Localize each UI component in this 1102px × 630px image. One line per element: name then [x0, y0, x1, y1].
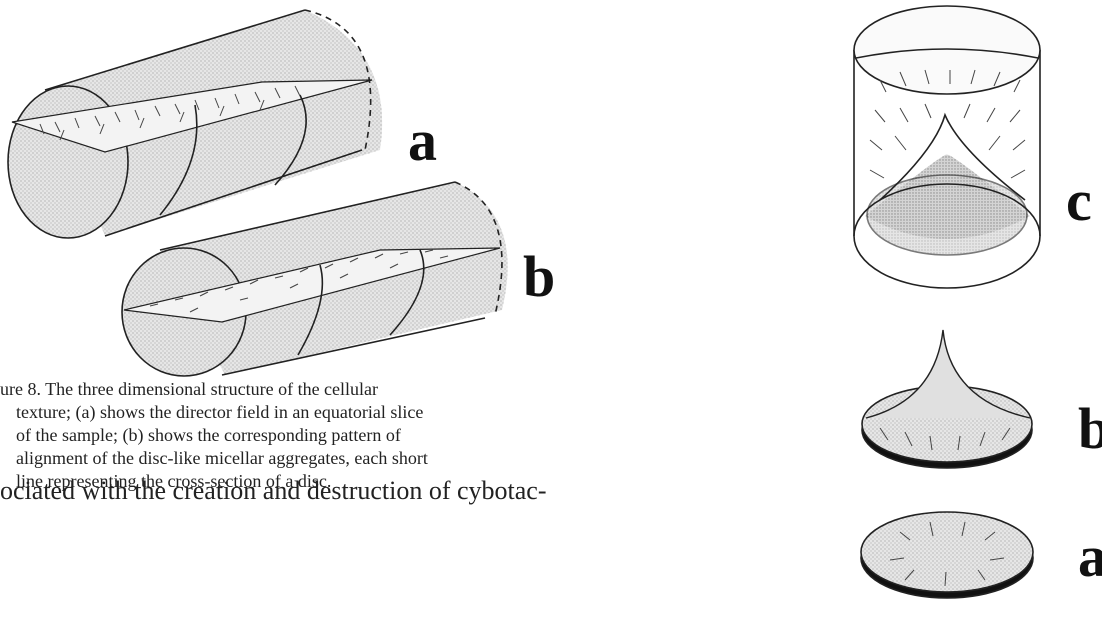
- label-left-b: b: [523, 248, 555, 306]
- caption-line: ure 8. The three dimensional structure o…: [0, 378, 520, 401]
- caption-line: alignment of the disc-like micellar aggr…: [0, 447, 520, 470]
- body-text: ociated with the creation and destructio…: [0, 476, 547, 506]
- cylinder-a: [8, 10, 382, 238]
- label-right-c: c: [1066, 172, 1092, 230]
- cylinder-c: [854, 6, 1040, 288]
- caption-line: of the sample; (b) shows the correspondi…: [0, 424, 520, 447]
- label-right-a: a: [1078, 528, 1102, 586]
- disc-spike: [862, 330, 1032, 468]
- label-right-b: b: [1078, 400, 1102, 458]
- label-left-a: a: [408, 112, 437, 170]
- caption-line: texture; (a) shows the director field in…: [0, 401, 520, 424]
- disc-flat: [861, 512, 1033, 598]
